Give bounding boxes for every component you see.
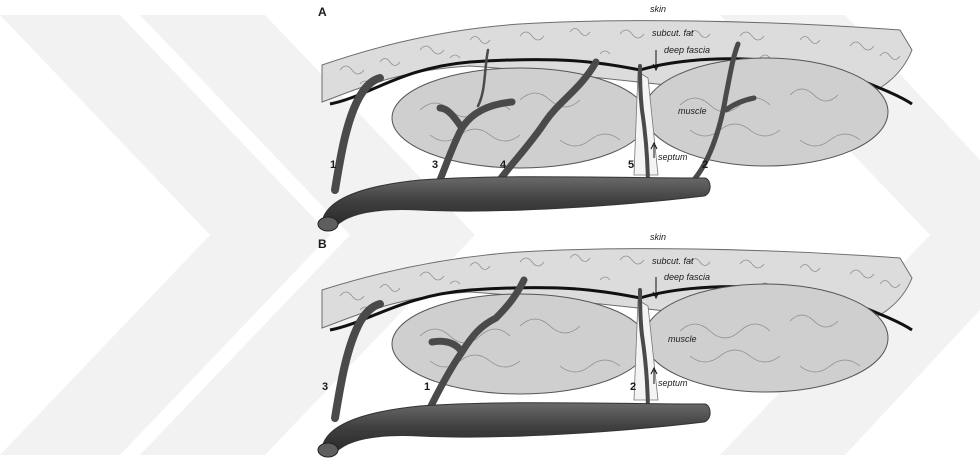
label-septum-a: septum [658,152,688,162]
panel-a: A [318,4,912,231]
label-deep-fascia-b: deep fascia [664,272,710,282]
label-skin-a: skin [650,4,666,14]
vessel-number-b-1: 1 [424,381,430,393]
source-artery-b [322,403,710,452]
label-muscle-b: muscle [668,334,697,344]
vessel-number-a-5: 5 [628,159,634,171]
vessel-number-a-2: 2 [702,159,708,171]
label-septum-b: septum [658,378,688,388]
artery-cut-end-b [318,443,338,457]
label-skin-b: skin [650,232,666,242]
label-subcut-fat-b: subcut. fat [652,256,694,266]
artery-cut-end-a [318,217,338,231]
vessel-number-a-3: 3 [432,159,438,171]
label-subcut-fat-a: subcut. fat [652,28,694,38]
vessel-number-b-2: 2 [630,381,636,393]
panel-letter-b: B [318,237,327,251]
vessel-number-a-4: 4 [500,159,507,171]
vessel-number-a-1: 1 [330,159,336,171]
label-muscle-a: muscle [678,106,707,116]
vessel-number-b-3: 3 [322,381,328,393]
label-deep-fascia-a: deep fascia [664,45,710,55]
panel-letter-a: A [318,5,327,19]
